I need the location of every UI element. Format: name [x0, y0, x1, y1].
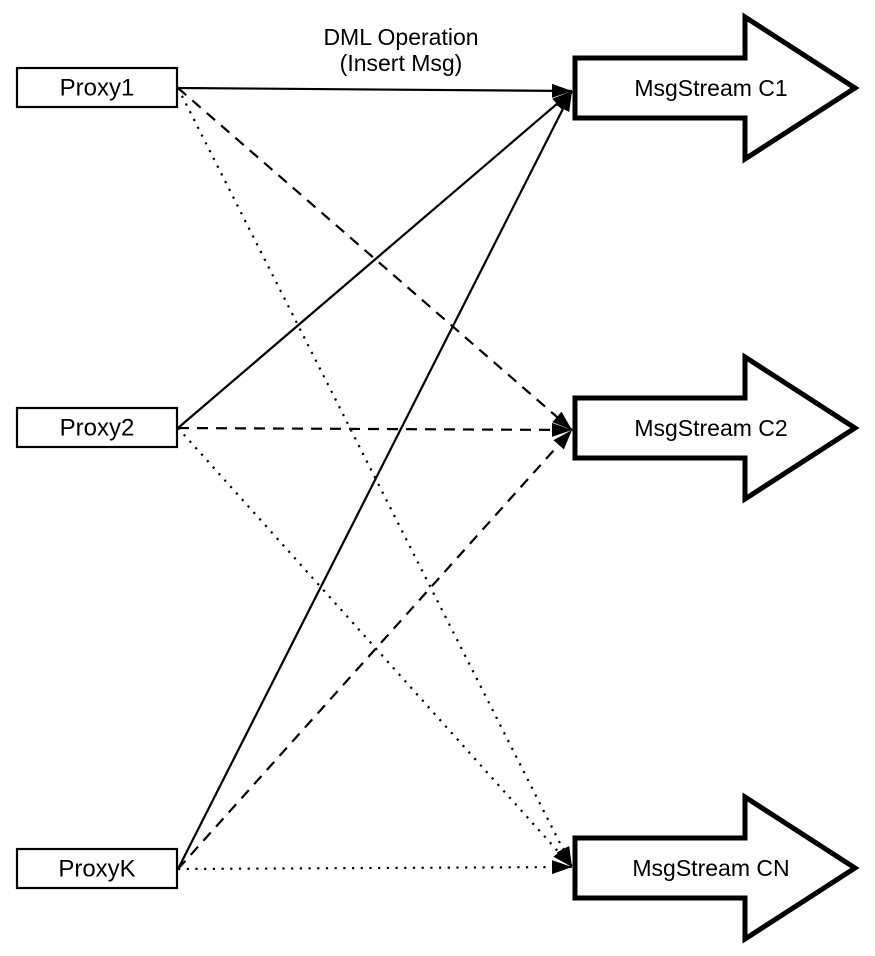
edge-proxyk-c1-solid — [177, 90, 573, 870]
msgstream-c2-label: MsgStream C2 — [634, 415, 787, 441]
proxy-node-1: Proxy1 — [15, 66, 179, 109]
edge-proxy1-cn-dotted — [177, 87, 573, 868]
proxy2-label: Proxy2 — [60, 415, 135, 442]
proxy1-box — [15, 66, 179, 109]
msgstream-node-c1: MsgStream C1 — [572, 12, 860, 164]
proxy-node-2: Proxy2 — [15, 406, 179, 449]
proxy2-box — [15, 406, 179, 449]
msgstream-node-cn: MsgStream CN — [572, 792, 860, 944]
edge-proxy2-cn-dotted — [177, 427, 573, 868]
msgstream-node-c2: MsgStream C2 — [572, 352, 860, 504]
msgstream-c1-label: MsgStream C1 — [634, 75, 787, 101]
proxyk-box — [15, 847, 179, 890]
msgstream-cn-arrow-shape — [572, 792, 860, 944]
proxy1-label: Proxy1 — [60, 75, 135, 102]
edge-proxyk-cn-dotted — [177, 860, 573, 875]
diagram-title-line2: (Insert Msg) — [340, 50, 463, 76]
msgstream-c2-arrow-shape — [572, 352, 860, 504]
proxy-node-k: ProxyK — [15, 847, 179, 890]
edge-proxy1-c2-dashed — [177, 87, 573, 431]
diagram-title-line1: DML Operation — [323, 24, 478, 50]
msgstream-c1-arrow-shape — [572, 12, 860, 164]
edge-proxy2-c2-dashed — [177, 422, 573, 437]
edge-proxy1-c1-solid — [177, 83, 573, 98]
edge-lines — [177, 83, 573, 875]
edge-proxy2-c1-solid — [177, 90, 573, 429]
msgstream-cn-label: MsgStream CN — [632, 855, 789, 881]
proxyk-label: ProxyK — [58, 856, 135, 883]
edge-proxyk-c2-dashed — [177, 429, 573, 870]
